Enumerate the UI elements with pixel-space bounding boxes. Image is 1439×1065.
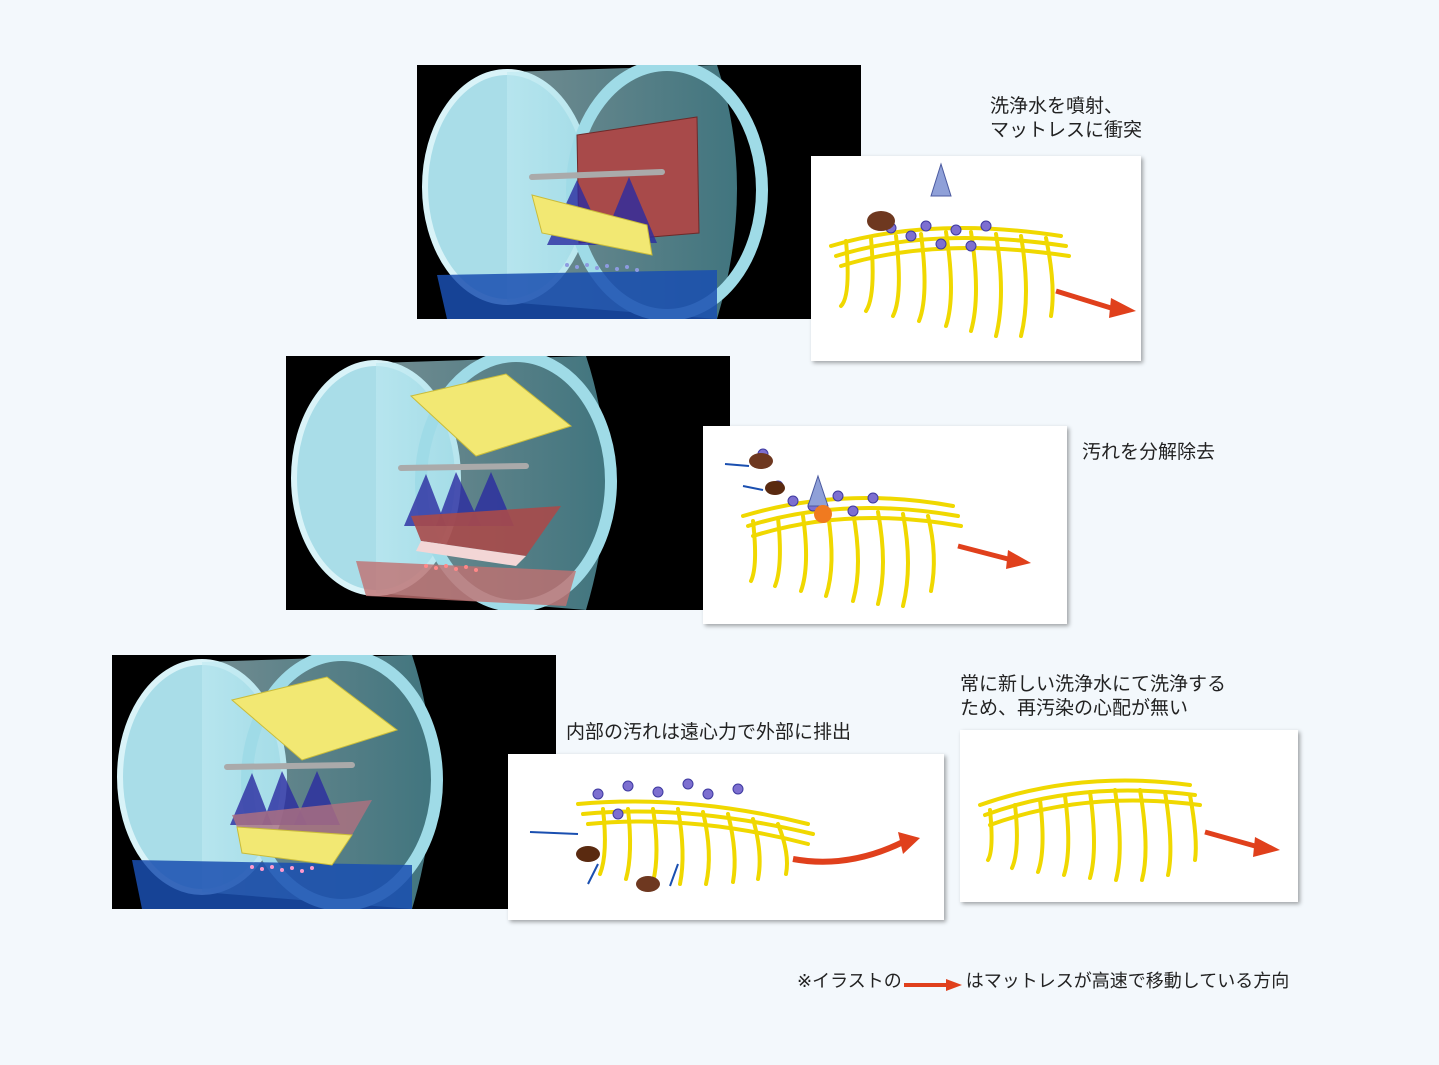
- mattress-detail-4: [960, 730, 1298, 902]
- footnote-suffix: はマットレスが高速で移動している方向: [965, 971, 1290, 992]
- step-3-caption: 内部の汚れは遠心力で外部に排出: [566, 721, 852, 743]
- step-2-caption: 汚れを分解除去: [1082, 441, 1216, 463]
- step-4-caption: 常に新しい洗浄水にて洗浄する ため、再汚染の心配が無い: [960, 673, 1227, 719]
- mattress-detail-1: [811, 156, 1141, 361]
- drum-illustration-1: [417, 65, 861, 319]
- drum-illustration-3: [112, 655, 556, 909]
- mattress-detail-2: [703, 426, 1067, 624]
- footnote: ※イラストの はマットレスが高速で移動している方向: [797, 970, 1289, 994]
- mattress-detail-3: [508, 754, 944, 920]
- step-1-caption: 洗浄水を噴射、 マットレスに衝突: [990, 95, 1143, 141]
- legend-arrow-icon: [903, 975, 964, 991]
- footnote-prefix: ※イラストの: [797, 971, 902, 992]
- drum-illustration-2: [286, 356, 730, 610]
